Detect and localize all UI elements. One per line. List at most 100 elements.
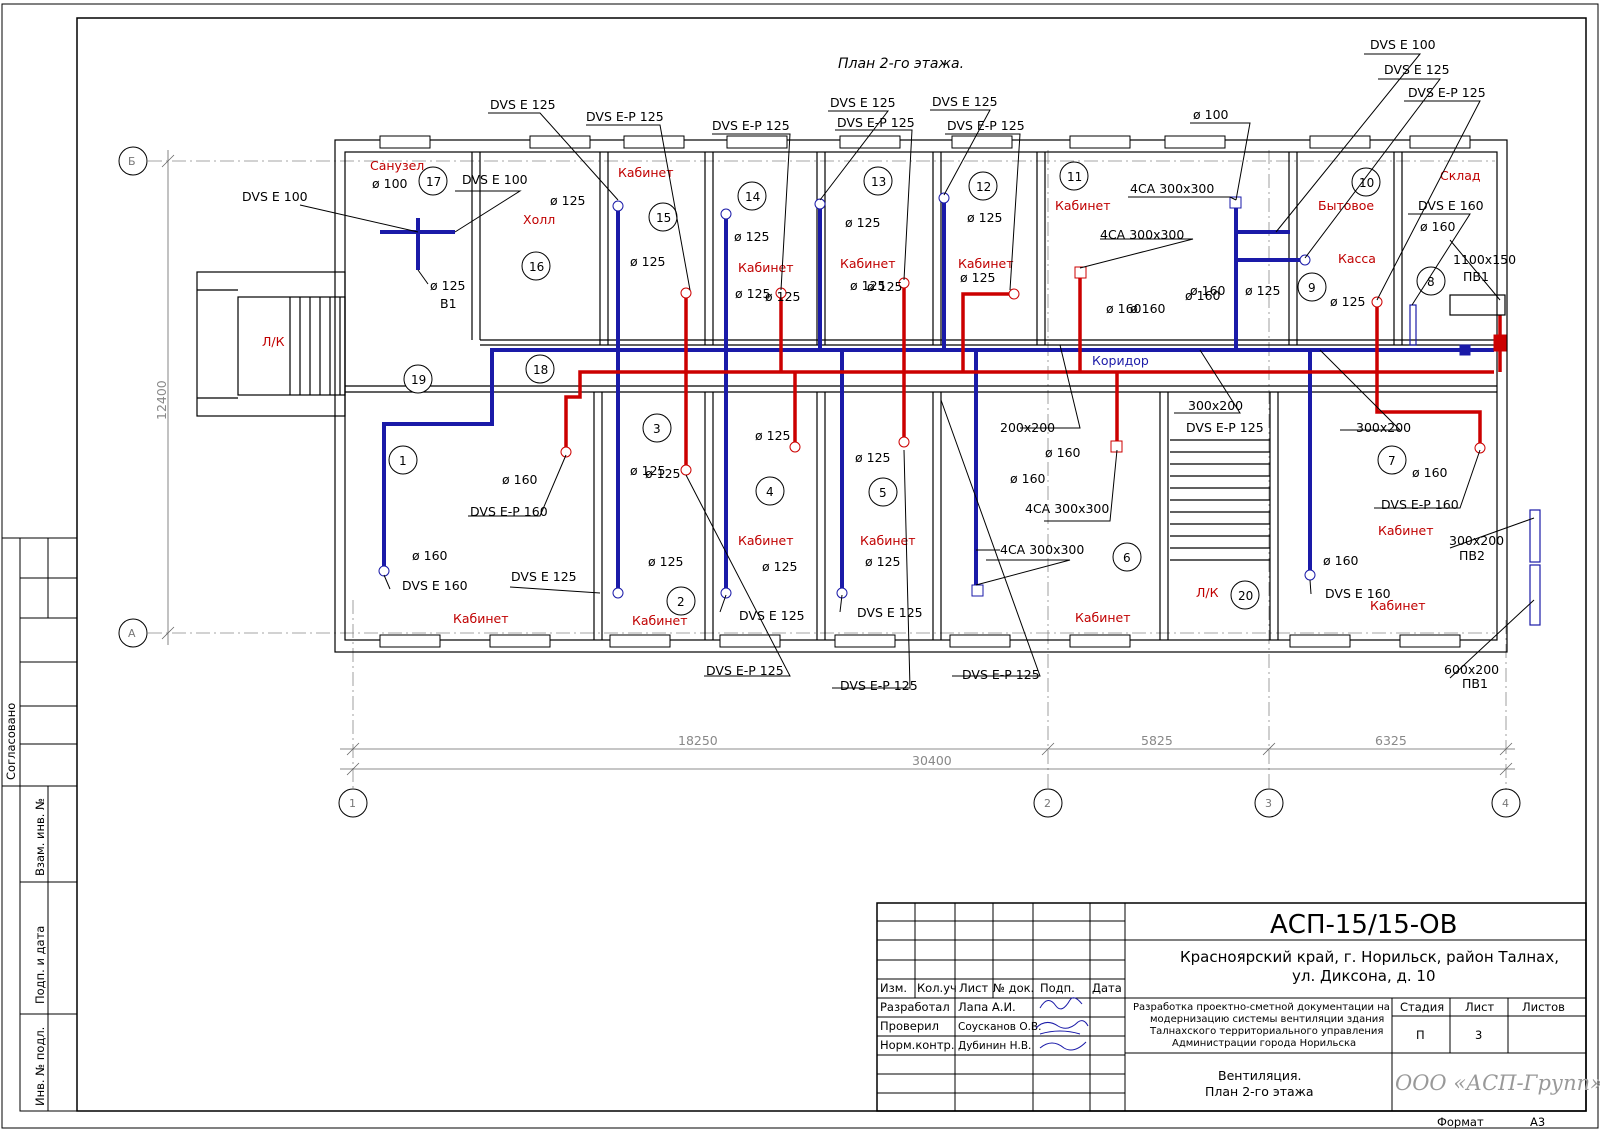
room-label: Кабинет [860,533,916,548]
dim-3: 6325 [1375,733,1407,748]
duct-label: DVS E-P 125 [586,109,664,124]
format-label: Формат [1437,1115,1484,1129]
room-number: 7 [1388,454,1396,468]
room-number: 16 [529,260,544,274]
duct-label: ø 125 [430,278,465,293]
name-checker: Соусканов О.В. [958,1021,1041,1033]
room-number: 17 [426,175,441,189]
room-label: Касса [1338,251,1376,266]
room-number: 8 [1427,275,1435,289]
dim-1: 18250 [678,733,718,748]
name-developer: Лапа А.И. [958,1000,1016,1014]
duct-label: ø 125 [762,559,797,574]
room-label: Коридор [1092,353,1149,368]
header-doc: № док. [993,981,1034,995]
duct-label: ø 160 [502,472,538,487]
duct-label: DVS E 100 [242,189,308,204]
diffusers [378,192,1471,599]
stage-value: П [1416,1028,1425,1042]
room-label: Кабинет [738,260,794,275]
duct-label: ПВ2 [1459,548,1485,563]
duct-label: ø 125 [850,278,885,293]
duct-label: ø 125 [1245,283,1280,298]
duct-label: DVS E-P 125 [837,115,915,130]
drawing-code: АСП-15/15-ОВ [1270,910,1457,940]
duct-label: ø 160 [1010,471,1046,486]
desc-line-4: Администрации города Норильска [1172,1038,1356,1049]
margin-field-3: Инв. № подл. [33,1027,47,1106]
duct-label: DVS E-P 125 [962,667,1040,682]
axis-label-4: 4 [1502,797,1509,810]
sheet-subtitle-1: Вентиляция. [1218,1068,1301,1083]
duct-label: 300x200 [1188,398,1243,413]
room-number: 20 [1238,589,1253,603]
room-number: 3 [653,422,661,436]
duct-label: DVS E-P 125 [1186,420,1264,435]
signatures [1035,997,1089,1051]
duct-label: DVS E-P 125 [947,118,1025,133]
address-line-2: ул. Диксона, д. 10 [1292,967,1435,985]
duct-label: ø 125 [845,215,880,230]
duct-label: ПВ1 [1463,269,1489,284]
duct-label: DVS E 100 [462,172,528,187]
duct-label: DVS E-P 125 [840,678,918,693]
header-sign: Подп. [1040,981,1075,995]
duct-label: ø 160 [412,548,448,563]
role-developer: Разработал [880,1000,950,1014]
room-number: 6 [1123,551,1131,565]
duct-label: DVS E 125 [1384,62,1450,77]
duct-label: DVS E-P 160 [1381,497,1459,512]
dimension-lines [161,150,1515,776]
role-normcontrol: Норм.контр. [880,1038,954,1052]
room-number: 5 [879,486,887,500]
room-label: Склад [1440,168,1481,183]
duct-label: ø 160 [1323,553,1359,568]
margin-field-2: Подп. и дата [33,926,47,1004]
room-label: Кабинет [632,613,688,628]
sheet-value: 3 [1475,1028,1482,1042]
room-number-circles [388,161,1446,616]
room-number: 12 [976,180,991,194]
duct-label: ø 125 [645,466,680,481]
duct-label: 300x200 [1356,420,1411,435]
name-normcontrol: Дубинин Н.В. [958,1040,1031,1052]
axis-lines [148,150,1507,790]
axis-label-b: Б [128,155,136,168]
duct-label: 4CA 300x300 [1130,181,1214,196]
duct-label: 4CA 300x300 [1025,501,1109,516]
duct-label: ø 125 [855,450,890,465]
duct-label: ø 125 [735,286,770,301]
duct-label: ø 160 [1106,301,1142,316]
duct-label: ø 160 [1420,219,1456,234]
air-handling-units [1409,294,1541,626]
axis-label-1: 1 [349,797,356,810]
sheets-header: Листов [1522,1000,1565,1014]
room-number: 15 [656,211,671,225]
duct-label: ø 160 [1045,445,1081,460]
stage-header: Стадия [1400,1000,1444,1014]
room-number: 14 [745,190,760,204]
leader-lines [299,53,1535,689]
duct-label: ø 125 [630,254,665,269]
room-label: Кабинет [1378,523,1434,538]
duct-label: DVS E 125 [490,97,556,112]
room-number: 2 [677,595,685,609]
room-label: Санузел [370,158,424,173]
room-label: Кабинет [958,256,1014,271]
header-list: Лист [959,981,988,995]
supply-ducts [564,273,1502,470]
duct-label: 200x200 [1000,420,1055,435]
duct-label: ø 125 [765,289,800,304]
windows [379,135,1471,648]
duct-label: DVS E 125 [830,95,896,110]
duct-label: ПВ1 [1462,676,1488,691]
desc-line-2: модернизацию системы вентиляции здания [1150,1014,1384,1025]
axis-label-2: 2 [1044,797,1051,810]
dim-total: 30400 [912,753,952,768]
desc-line-1: Разработка проектно-сметной документации… [1133,1002,1390,1013]
duct-label: 4CA 300x300 [1000,542,1084,557]
duct-label: ø 100 [372,176,408,191]
duct-label: DVS E 160 [402,578,468,593]
room-number: 18 [533,363,548,377]
